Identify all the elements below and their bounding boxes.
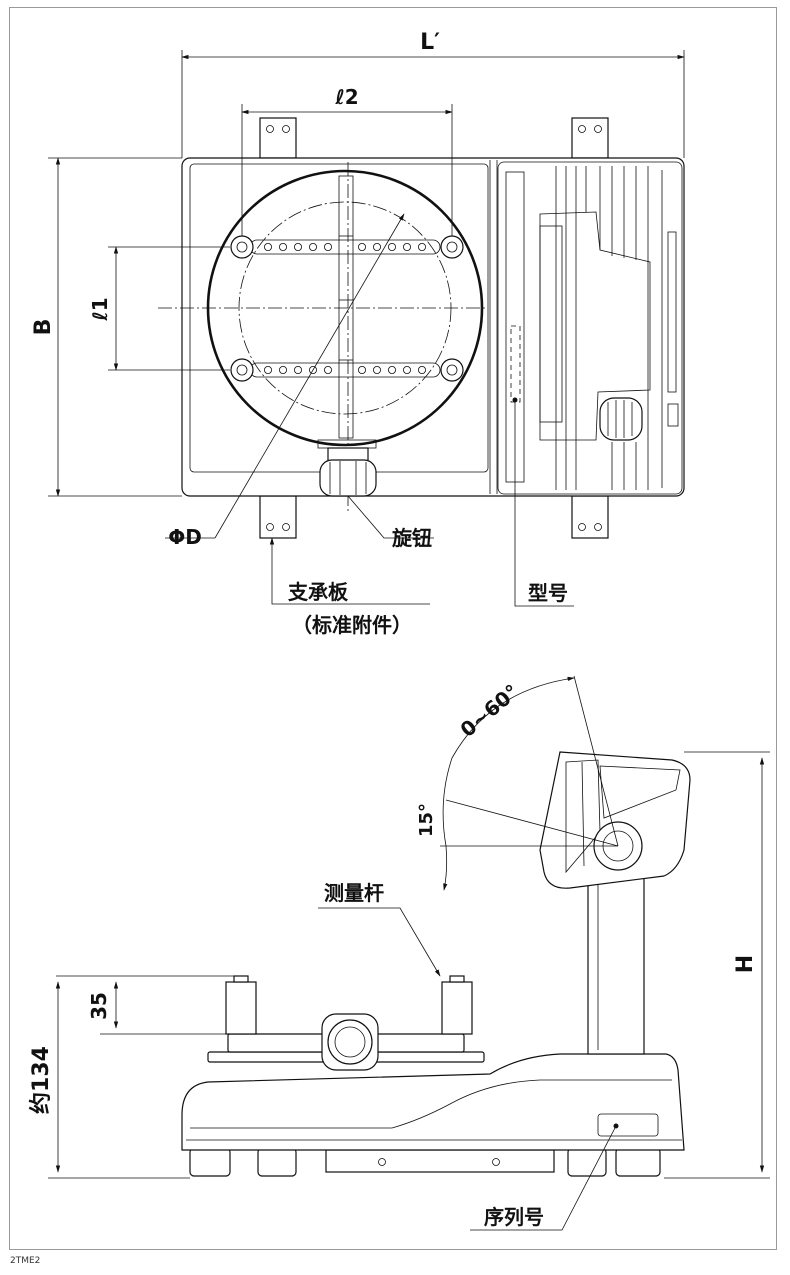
label-model: 型号 bbox=[528, 581, 568, 605]
display-head bbox=[539, 751, 691, 889]
side-view: 0~60° 15° 测量杆 35 约134 H 序列号 bbox=[28, 675, 770, 1231]
label-l2: ℓ2 bbox=[334, 85, 358, 109]
support-plate-tab-top-left bbox=[259, 117, 297, 159]
base-outline bbox=[181, 157, 685, 497]
label-angle-range: 0~60° bbox=[456, 679, 524, 741]
display-unit bbox=[497, 161, 683, 495]
label-diameter: ΦD bbox=[168, 525, 202, 549]
front-knob bbox=[321, 1013, 379, 1071]
display-knob bbox=[599, 397, 643, 441]
dimension-l2 bbox=[241, 104, 453, 236]
label-support-plate-note: （标准附件） bbox=[292, 613, 412, 637]
label-L: L′ bbox=[420, 30, 440, 55]
base-body bbox=[181, 1053, 685, 1151]
label-knob: 旋钮 bbox=[391, 526, 432, 550]
label-base-height: 约134 bbox=[28, 1046, 54, 1114]
dimension-B bbox=[48, 157, 182, 497]
dimension-l1 bbox=[108, 246, 230, 371]
label-angle-small: 15° bbox=[416, 803, 437, 837]
label-l1: ℓ1 bbox=[88, 297, 112, 321]
label-total-height: H bbox=[733, 955, 758, 973]
top-view: L′ ℓ2 B ℓ1 ΦD 旋钮 支承板 （标准附件） 型号 bbox=[31, 30, 685, 637]
label-B: B bbox=[31, 319, 56, 336]
label-serial: 序列号 bbox=[484, 1205, 544, 1229]
drawing-code: 2TME2 bbox=[10, 1256, 41, 1266]
support-plate-tab-bottom-left bbox=[259, 495, 297, 539]
label-measuring-rod: 测量杆 bbox=[324, 881, 384, 905]
label-rod-height: 35 bbox=[87, 992, 111, 1020]
support-plate-tab-top-right bbox=[571, 117, 609, 159]
diameter-leader bbox=[214, 213, 405, 539]
dimension-L bbox=[181, 50, 685, 158]
table-knob bbox=[319, 447, 377, 497]
label-support-plate: 支承板 bbox=[288, 580, 349, 604]
display-column bbox=[587, 871, 645, 1055]
drawing-frame bbox=[9, 7, 777, 1250]
support-plate-tab-bottom-right bbox=[571, 495, 609, 539]
